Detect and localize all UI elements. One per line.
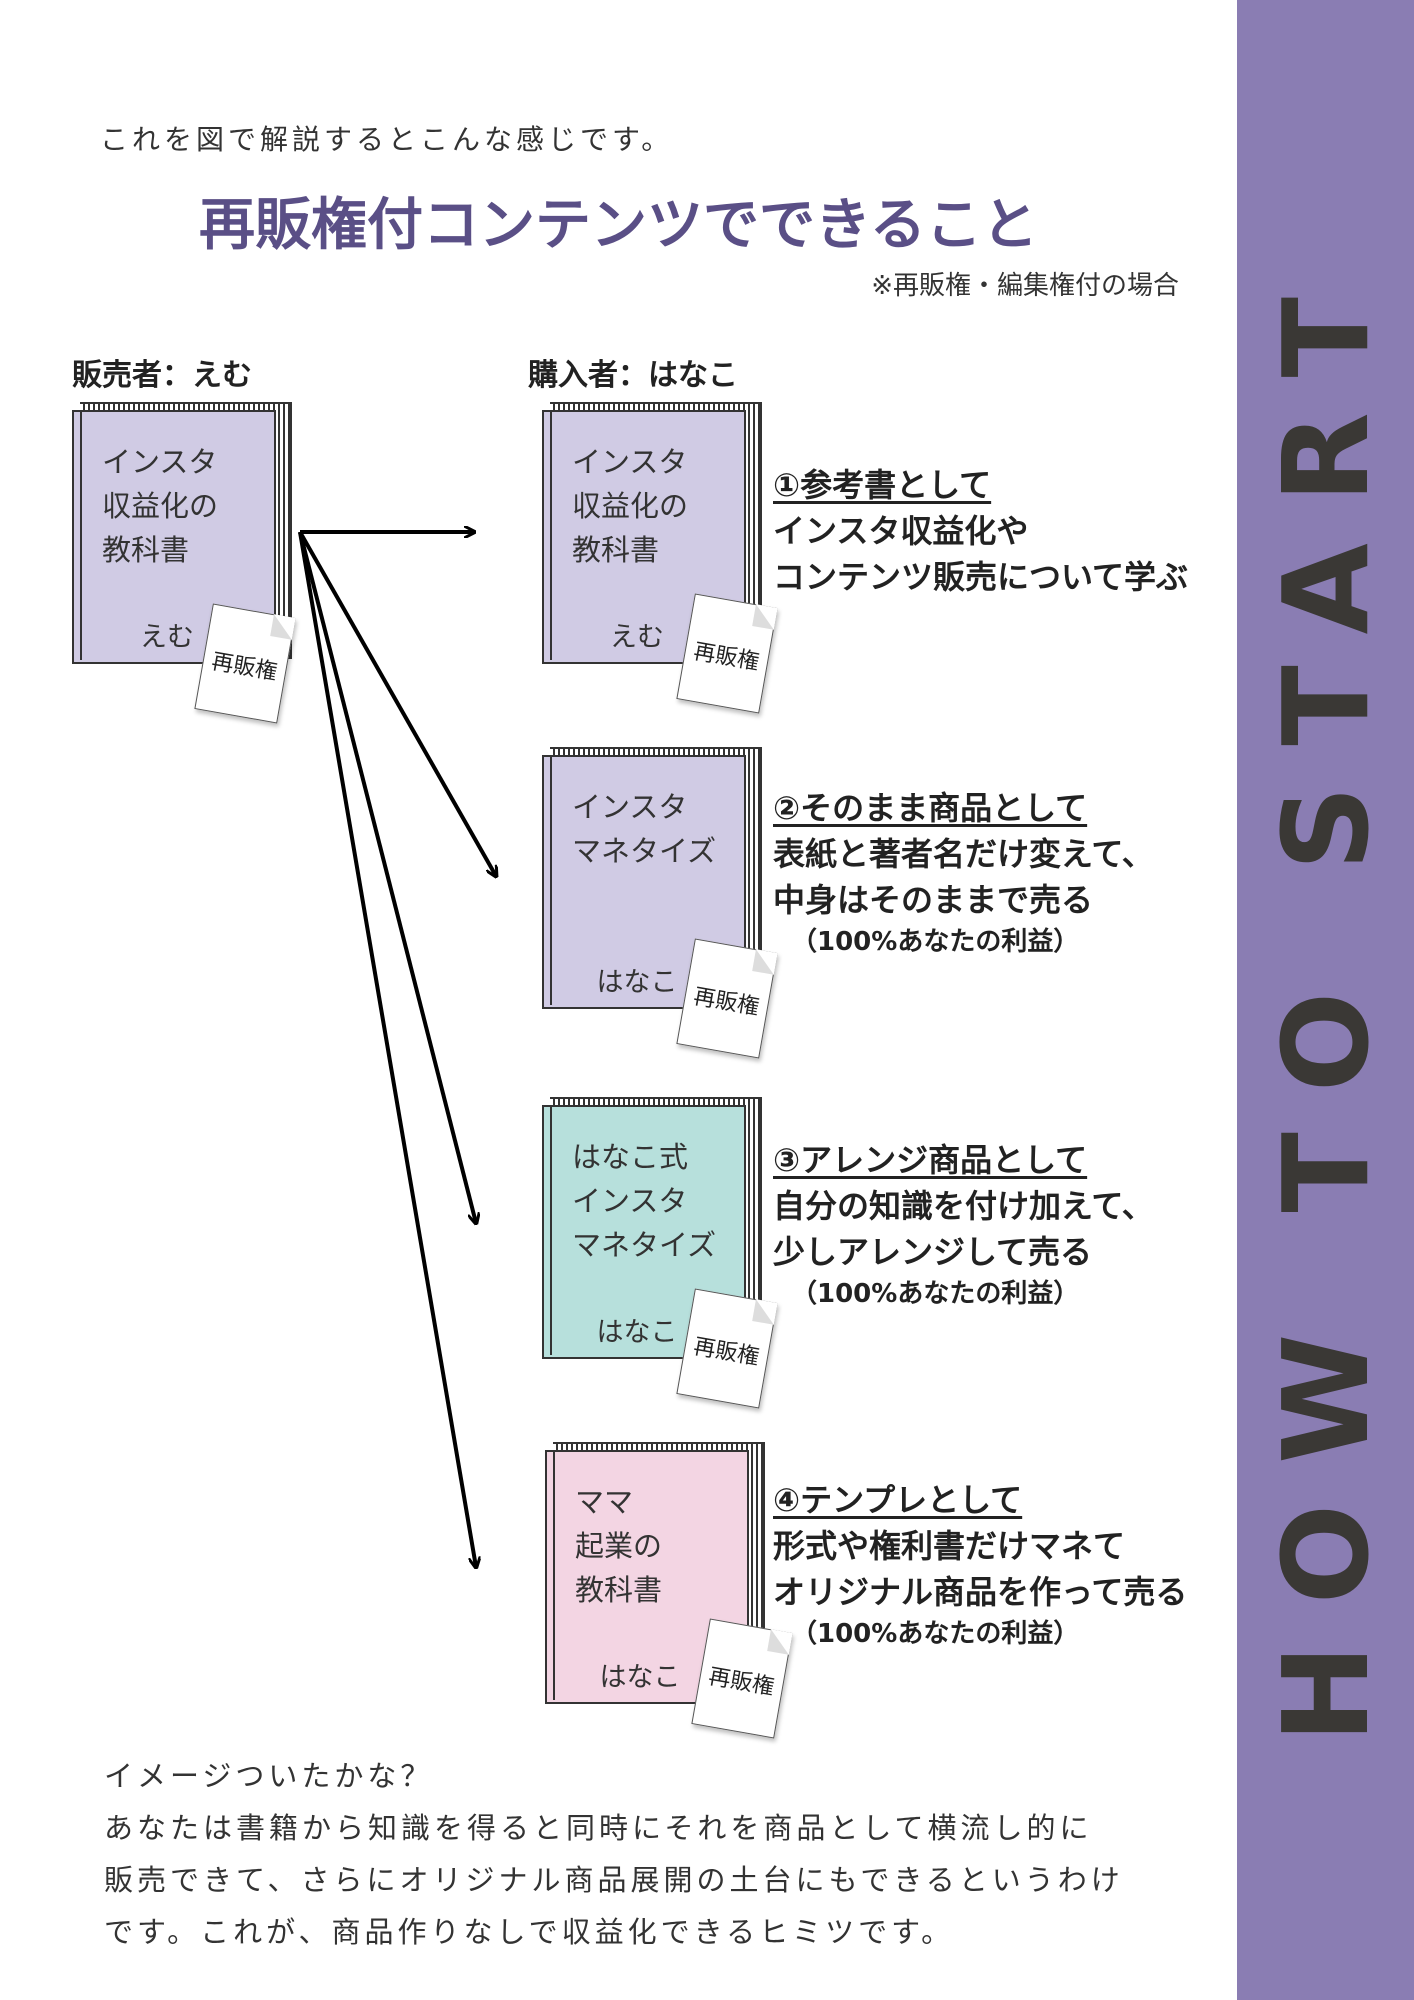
- item-3-description: ③アレンジ商品として 自分の知識を付け加えて、 少しアレンジして売る （100%…: [773, 1137, 1154, 1313]
- page-fold-icon: [752, 604, 778, 630]
- seller-label: 販売者：えむ: [72, 358, 252, 393]
- how-to-start-sidebar: HOW TO START: [1237, 0, 1414, 2000]
- condition-note: ※再販権・編集権付の場合: [871, 271, 1179, 301]
- buyer-label: 購入者：はなこ: [528, 358, 738, 393]
- document-label: 再販権: [706, 1664, 776, 1701]
- item-heading: ④テンプレとして: [773, 1481, 1023, 1519]
- page-title: 再販権付コンテンツでできること: [199, 193, 1038, 258]
- arrow-4: [298, 531, 476, 1567]
- item-line: コンテンツ販売について学ぶ: [773, 558, 1189, 596]
- outro-line: イメージついたかな？: [104, 1759, 434, 1793]
- item-heading: ①参考書として: [773, 466, 992, 504]
- item-profit-note: （100%あなたの利益）: [791, 1279, 1080, 1309]
- book-spine: [550, 755, 552, 1005]
- item-heading: ③アレンジ商品として: [773, 1141, 1088, 1179]
- outro-line: です。これが、商品作りなしで収益化できるヒミツです。: [104, 1915, 955, 1949]
- item-4-description: ④テンプレとして 形式や権利書だけマネて オリジナル商品を作って売る （100%…: [773, 1477, 1187, 1653]
- item-2-description: ②そのまま商品として 表紙と著者名だけ変えて、 中身はそのままで売る （100%…: [773, 785, 1154, 961]
- book-spine: [553, 1450, 555, 1700]
- arrow-2: [298, 531, 496, 876]
- book-title: ママ 起業の 教科書: [575, 1485, 663, 1607]
- item-heading: ②そのまま商品として: [773, 789, 1088, 827]
- book-title: インスタ 収益化の 教科書: [102, 445, 219, 567]
- flow-arrows: [298, 0, 1237, 2000]
- item-profit-note: （100%あなたの利益）: [791, 1619, 1080, 1649]
- outro-line: 販売できて、さらにオリジナル商品展開の土台にもできるというわけ: [104, 1863, 1124, 1897]
- book-author: えむ: [610, 622, 664, 653]
- item-line: 自分の知識を付け加えて、: [773, 1187, 1154, 1225]
- item-line: 少しアレンジして売る: [773, 1233, 1093, 1271]
- book-spine: [80, 410, 82, 660]
- item-line: 中身はそのままで売る: [773, 881, 1094, 919]
- document-label: 再販権: [691, 1334, 761, 1371]
- item-1-description: ①参考書として インスタ収益化や コンテンツ販売について学ぶ: [773, 462, 1188, 600]
- outro-line: あなたは書籍から知識を得ると同時にそれを商品として横流し的に: [104, 1811, 1093, 1845]
- item-line: インスタ収益化や: [773, 512, 1029, 550]
- item-line: 形式や権利書だけマネて: [773, 1527, 1126, 1565]
- intro-text: これを図で解説するとこんな感じです。: [100, 123, 674, 156]
- book-author: はなこ: [596, 1317, 678, 1348]
- item-profit-note: （100%あなたの利益）: [791, 927, 1080, 957]
- book-spine: [550, 410, 552, 660]
- sidebar-title: HOW TO START: [1256, 257, 1395, 1743]
- book-arranged: はなこ式 インスタ マネタイズ はなこ: [542, 1097, 762, 1360]
- item-line: オリジナル商品を作って売る: [773, 1573, 1188, 1611]
- book-title: はなこ式 インスタ マネタイズ: [572, 1140, 717, 1262]
- document-label: 再販権: [691, 984, 761, 1021]
- book-author: はなこ: [599, 1662, 681, 1693]
- book-spine: [550, 1105, 552, 1355]
- arrow-3: [298, 531, 476, 1223]
- closing-paragraph: イメージついたかな？ あなたは書籍から知識を得ると同時にそれを商品として横流し的…: [104, 1750, 1124, 1958]
- item-line: 表紙と著者名だけ変えて、: [773, 835, 1154, 873]
- book-author: はなこ: [596, 967, 678, 998]
- book-author: えむ: [140, 622, 194, 653]
- book-title: インスタ マネタイズ: [572, 790, 717, 868]
- book-title: インスタ 収益化の 教科書: [572, 445, 689, 567]
- document-label: 再販権: [691, 639, 761, 676]
